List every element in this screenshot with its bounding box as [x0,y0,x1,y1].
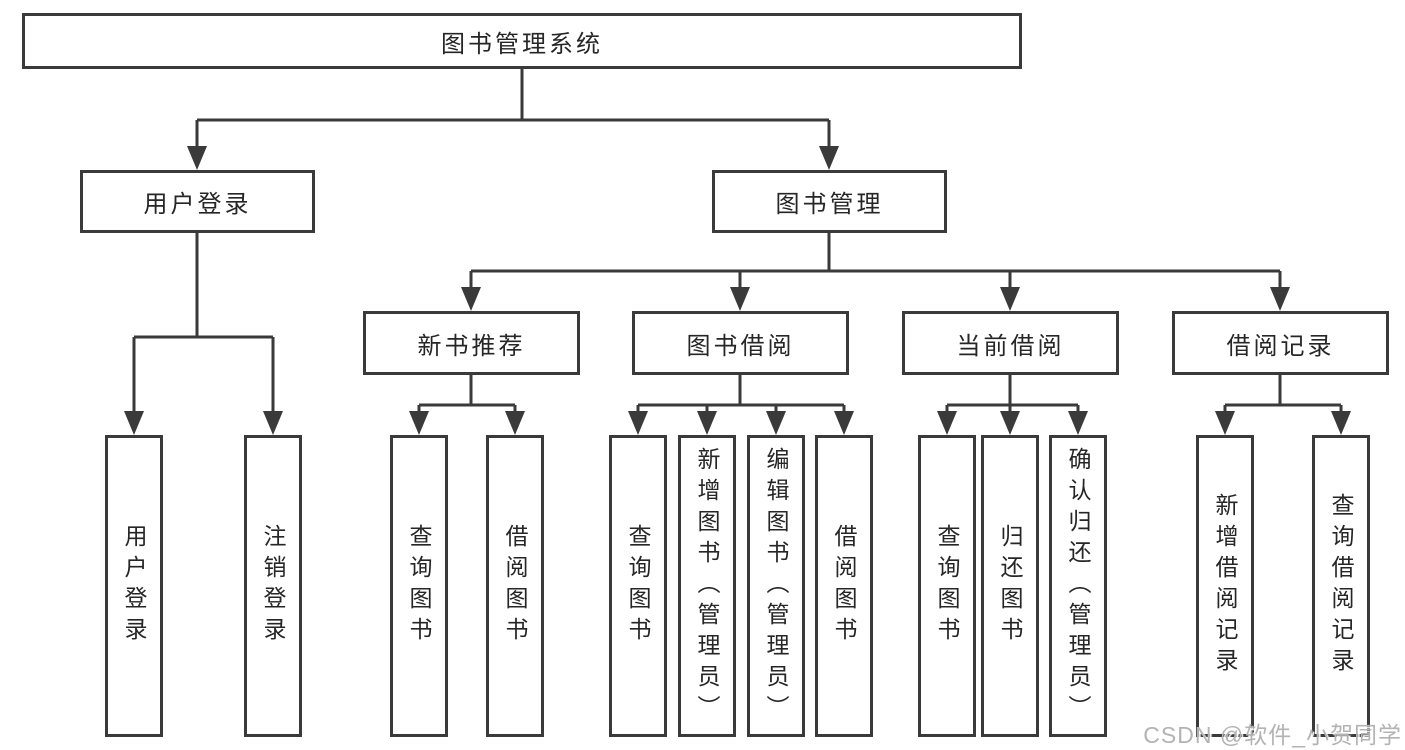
leaf-user-login: 用户登录 [105,435,163,737]
node-current-borrowing: 当前借阅 [902,311,1119,375]
connector-borrowing-to-children [636,375,846,414]
leaf-borrowing-edit-books-admin: 编辑图书（管理员） [747,435,805,737]
watermark: CSDN @软件_小贺同学 [1143,722,1402,748]
leaf-current-confirm-return-admin: 确认归还（管理员） [1049,435,1107,737]
node-library-system: 图书管理系统 [22,13,1022,69]
leaf-recommend-borrow-books: 借阅图书 [486,435,544,737]
arrowheads-login-children [124,411,283,435]
node-book-borrowing: 图书借阅 [632,311,849,375]
arrowheads-level2 [187,146,839,170]
leaf-borrowing-query-books: 查询图书 [609,435,667,737]
leaf-current-return-books: 归还图书 [981,435,1039,737]
connector-root-to-level2 [195,68,831,150]
node-user-login: 用户登录 [80,170,315,233]
node-new-book-recommend: 新书推荐 [363,311,580,375]
leaf-logout-login: 注销登录 [244,435,302,737]
arrowheads-current-children [937,411,1088,435]
arrowheads-records-children [1215,411,1351,435]
node-book-management: 图书管理 [712,170,947,233]
arrowheads-borrowing-children [628,411,854,435]
arrowheads-level3 [461,287,1290,311]
arrowheads-recommend-children [409,411,525,435]
leaf-records-add-record: 新增借阅记录 [1196,435,1254,737]
leaf-borrowing-add-books-admin: 新增图书（管理员） [678,435,736,737]
connector-login-to-children [132,233,275,414]
leaf-current-query-books: 查询图书 [918,435,976,737]
leaf-records-query-record: 查询借阅记录 [1312,435,1370,737]
connector-recommend-to-children [417,375,517,414]
connector-records-to-children [1223,375,1343,414]
connector-current-to-children [945,375,1080,414]
leaf-recommend-query-books: 查询图书 [390,435,448,737]
node-borrowing-records: 借阅记录 [1172,311,1389,375]
connector-management-to-level3 [469,233,1282,290]
leaf-borrowing-borrow-books: 借阅图书 [815,435,873,737]
